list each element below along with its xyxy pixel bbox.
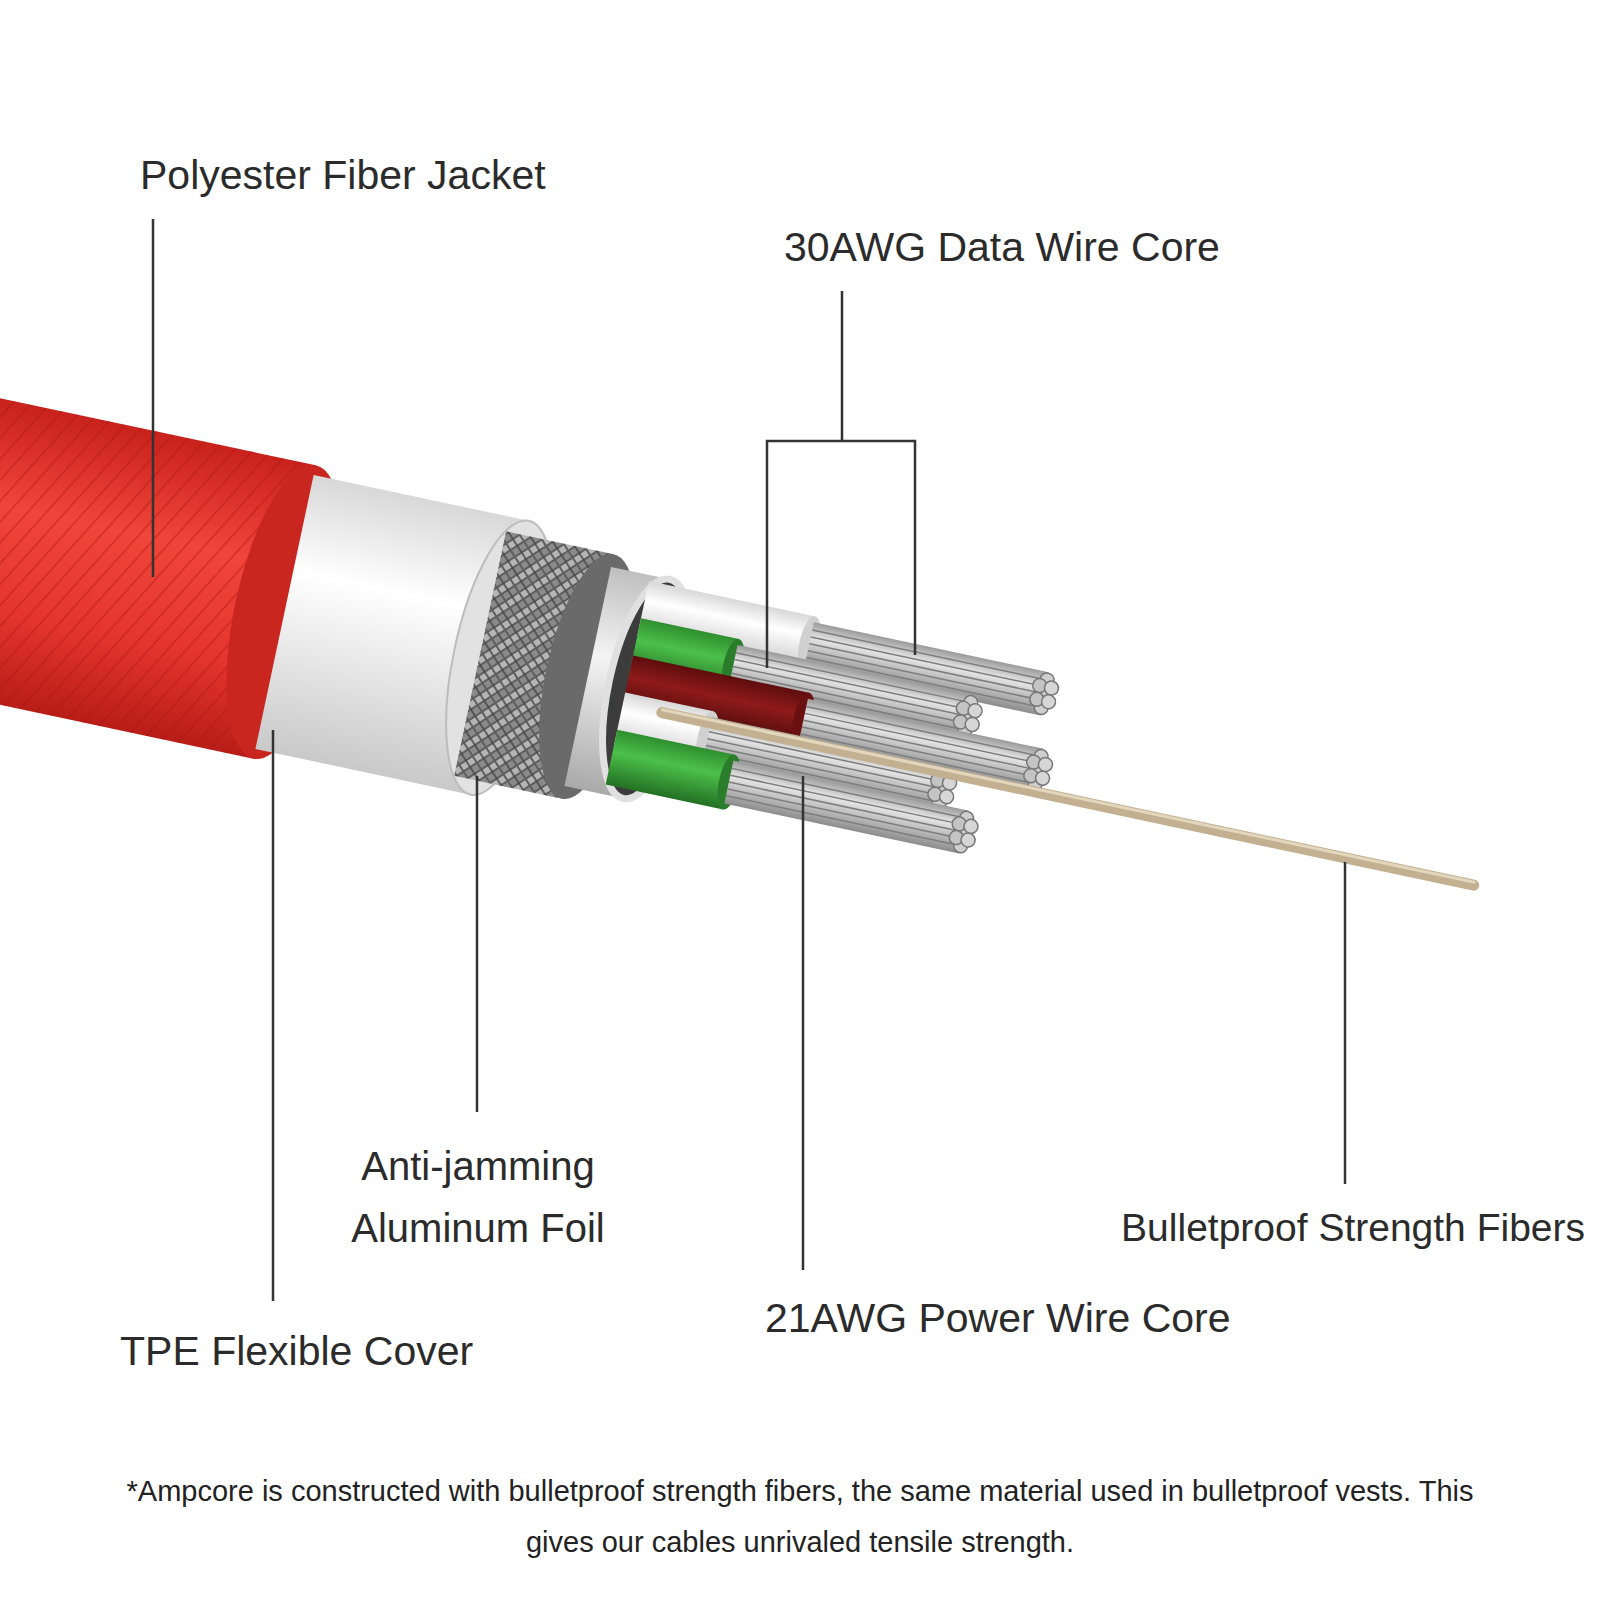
- bracket: [767, 441, 915, 668]
- part-label: 21AWG Power Wire Core: [765, 1293, 1231, 1344]
- part-label: 30AWG Data Wire Core: [784, 222, 1220, 273]
- leader-line: [802, 776, 805, 1270]
- leader-line: [152, 219, 155, 577]
- part-label: Anti-jamming Aluminum Foil: [318, 1135, 638, 1259]
- part-label: TPE Flexible Cover: [120, 1326, 473, 1377]
- caption: *Ampcore is constructed with bulletproof…: [100, 1466, 1500, 1568]
- data-wire: [606, 730, 982, 862]
- leader-line: [841, 291, 844, 441]
- fiber-highlight: [662, 710, 1474, 883]
- part-label: Bulletproof Strength Fibers: [1121, 1203, 1585, 1252]
- strength-fiber: [662, 713, 1474, 886]
- leader-line: [272, 730, 275, 1301]
- leader-line: [1344, 862, 1347, 1184]
- cable: [0, 361, 1509, 1012]
- leader-line: [476, 776, 479, 1112]
- leader-lines: [153, 219, 1345, 1301]
- part-label: Polyester Fiber Jacket: [140, 150, 546, 201]
